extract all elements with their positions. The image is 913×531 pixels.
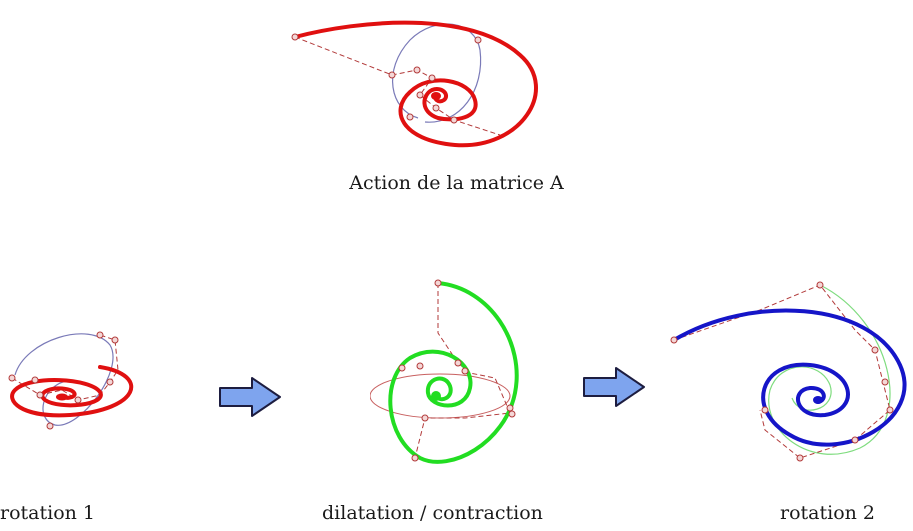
red-flattened-spiral [10, 365, 134, 418]
dilatation-figure [370, 279, 519, 464]
spiral-center [431, 92, 441, 100]
control-points [398, 279, 516, 462]
spiral-center [431, 391, 441, 401]
control-points [670, 281, 894, 462]
rotation-1-figure [8, 331, 134, 430]
red-spiral [293, 20, 538, 148]
control-points [8, 331, 119, 430]
green-spiral [388, 281, 519, 464]
dashed-control-path [414, 283, 511, 459]
control-points [291, 33, 482, 124]
caption-rotation-1: rotation 1 [0, 502, 95, 524]
caption-rotation-2: rotation 2 [780, 502, 875, 524]
blue-spiral [672, 308, 907, 447]
right-arrow-icon [583, 367, 645, 407]
right-arrow-icon [219, 377, 281, 417]
caption-matrix-a: Action de la matrice A [349, 172, 564, 194]
spiral-center [56, 393, 68, 401]
dashed-control-path [294, 36, 501, 136]
rotation-2-figure [670, 281, 907, 462]
matrix-a-figure [291, 20, 538, 148]
spiral-center [813, 396, 823, 404]
caption-dilatation-contraction: dilatation / contraction [322, 502, 543, 524]
thin-blue-curve [14, 333, 114, 426]
